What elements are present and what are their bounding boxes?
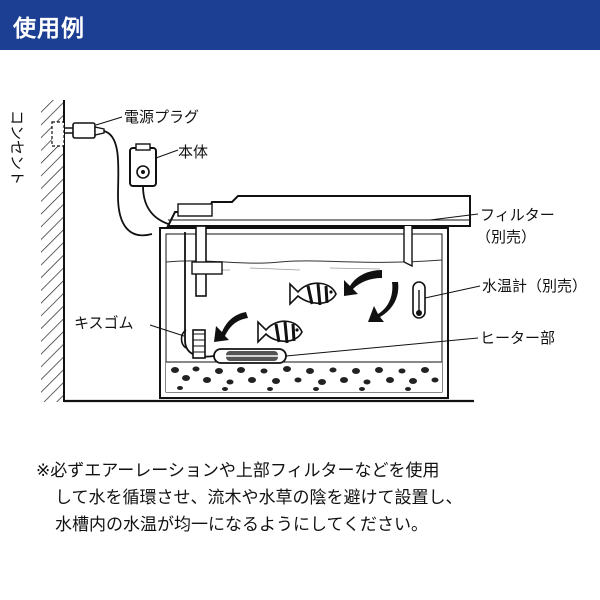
header-bar: 使用例 [0,0,600,50]
controller-unit [129,143,157,187]
plug-label: 電源プラグ [124,108,199,126]
heater-sensor [180,232,215,359]
thermometer-leader-line [424,285,481,299]
page-title: 使用例 [13,16,85,42]
body-leader-line [155,149,179,159]
wall [39,100,65,402]
power-plug [64,122,105,139]
note-line-2: して水を循環させ、流木や水草の陰を避けて設置し、 [55,488,463,508]
circulation-arrow-icon [368,282,399,322]
wall-outlet [51,121,65,147]
filter-note-label: （別売） [476,228,536,246]
gravel-bed [166,361,442,392]
fish-icon [289,282,337,306]
filter-leader-line [429,213,479,221]
suction-cup-label: キスゴム [74,314,134,332]
note-line-1: ※必ずエアーレーションや上部フィルターなどを使用 [36,461,440,481]
power-cord [103,130,153,237]
body-label: 本体 [178,143,208,161]
note-line-3: 水槽内の水温が均一になるようにしてください。 [55,515,428,535]
outlet-label: コンセント [8,110,26,185]
heater-label: ヒーター部 [480,329,555,347]
plug-leader-line [95,116,123,126]
circulation-arrow-icon [344,270,382,296]
fish-icon [257,320,303,344]
suction-leader-line [149,324,185,337]
usage-note: ※必ずエアーレーションや上部フィルターなどを使用 して水を循環させ、流木や水草の… [36,458,576,539]
heater-body [213,348,287,364]
thermometer [412,281,426,319]
thermometer-label: 水温計（別売） [482,277,587,295]
heater-leader-line [285,337,479,357]
filter-label: フィルター [480,206,555,224]
top-filter [166,195,471,297]
circulation-arrow-icon [214,312,248,342]
